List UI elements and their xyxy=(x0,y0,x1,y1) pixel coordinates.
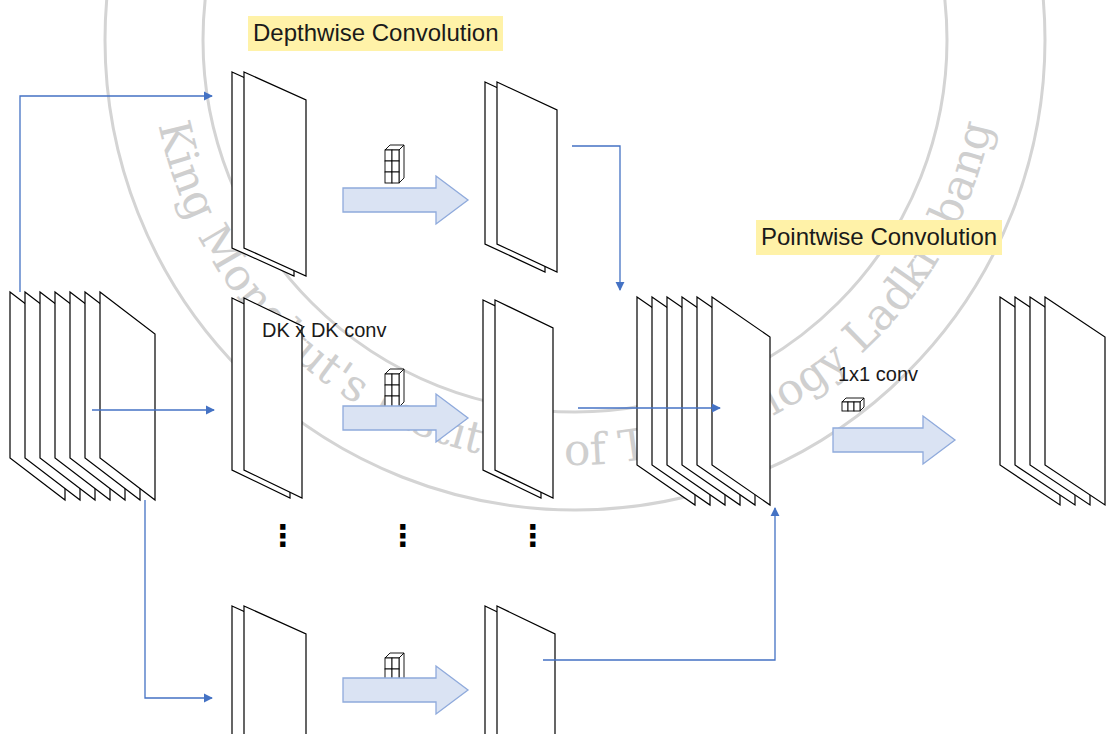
feature-map-slab xyxy=(712,297,770,505)
channel-slice xyxy=(232,606,306,734)
kernel-cell xyxy=(392,385,399,396)
feature-map-slab xyxy=(100,292,155,500)
channel-output xyxy=(483,300,553,498)
ellipsis-dots: ⋮ xyxy=(268,518,298,554)
flow-line xyxy=(20,96,212,292)
channel-output xyxy=(485,606,555,734)
flow-line xyxy=(92,409,214,410)
block-arrow xyxy=(343,176,468,224)
flow-line xyxy=(578,407,720,408)
feature-map-slab xyxy=(1045,297,1105,505)
dk-kernel xyxy=(385,369,404,407)
channel-output xyxy=(485,82,557,272)
dk-kernel xyxy=(385,145,404,183)
kernel-cell xyxy=(848,402,854,411)
kernel-cell xyxy=(385,385,392,396)
kernel-face xyxy=(860,398,864,411)
feature-map-slab xyxy=(495,300,553,498)
feature-map-slab xyxy=(497,606,555,734)
kernel-cell xyxy=(385,658,392,669)
input-tensor xyxy=(10,292,155,500)
ellipsis-dots: ⋮ xyxy=(518,518,548,554)
kernel-cell xyxy=(392,374,399,385)
block-arrow xyxy=(343,666,468,714)
kernel-cell xyxy=(385,150,392,161)
kernel-cell xyxy=(385,161,392,172)
flow-line xyxy=(572,146,620,290)
channel-slice xyxy=(232,72,306,276)
kernel-cell xyxy=(392,658,399,669)
section-title: Depthwise Convolution xyxy=(248,16,503,51)
seal-ring xyxy=(105,0,1045,510)
feature-map-slab xyxy=(244,606,306,734)
flow-line xyxy=(543,508,775,660)
kernel-cell xyxy=(854,402,860,411)
operation-label: 1x1 conv xyxy=(838,362,918,386)
ellipsis-dots: ⋮ xyxy=(388,518,418,554)
kernel-cell xyxy=(392,172,399,183)
operation-label: DK x DK conv xyxy=(262,318,386,342)
flow-line xyxy=(145,500,212,698)
kernel-cell xyxy=(385,374,392,385)
output-tensor xyxy=(1000,297,1105,505)
kernel-cell xyxy=(385,172,392,183)
kernel-face xyxy=(399,145,404,183)
feature-map-slab xyxy=(497,82,557,272)
kernel-face xyxy=(399,369,404,407)
pointwise-kernel xyxy=(842,398,864,411)
section-title: Pointwise Convolution xyxy=(756,220,1002,255)
block-arrow xyxy=(343,394,468,442)
feature-map-slab xyxy=(244,72,306,276)
kernel-cell xyxy=(392,150,399,161)
stacked-output xyxy=(637,297,770,505)
kernel-cell xyxy=(392,161,399,172)
block-arrow xyxy=(833,416,955,464)
kernel-cell xyxy=(842,402,848,411)
